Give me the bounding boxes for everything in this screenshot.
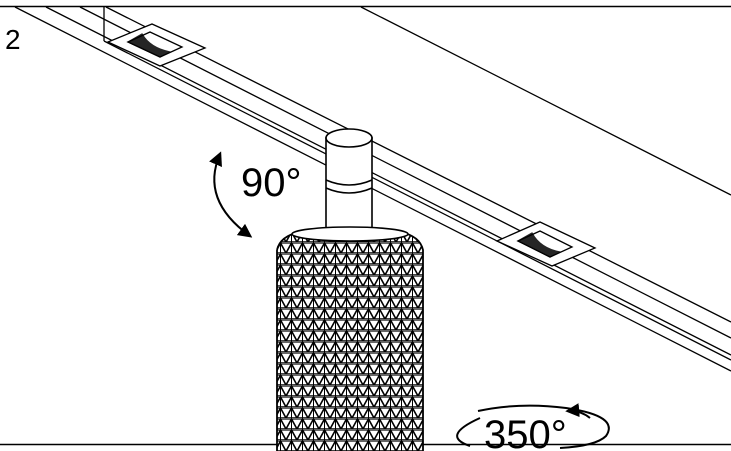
step-number: 2 (5, 24, 21, 55)
rotation-arrow (456, 404, 610, 449)
track-module-right (495, 221, 597, 267)
tilt-angle-label: 90° (241, 161, 302, 205)
rotation-arrow-head (565, 403, 591, 419)
rotation-angle-label: 350° (484, 413, 567, 451)
track-module-left (106, 23, 207, 67)
tilt-arrow (209, 151, 253, 238)
lamp-body (276, 226, 424, 451)
